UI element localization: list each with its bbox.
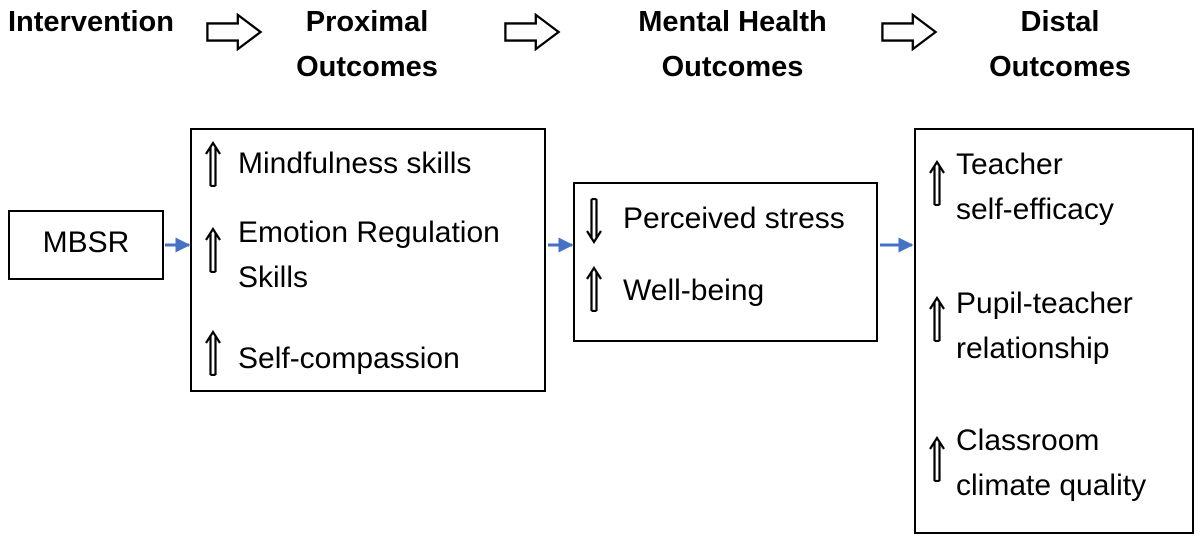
header-proximal-line2: Outcomes (296, 51, 438, 83)
header-flow-arrow-1-icon (206, 13, 262, 51)
proximal-item-emotion-regulation: Emotion Regulation Skills (238, 210, 500, 300)
distal-outcomes-box (914, 128, 1194, 534)
proximal-item-mindfulness: Mindfulness skills (238, 141, 471, 186)
intervention-box (8, 210, 164, 280)
intervention-label: MBSR (42, 226, 130, 259)
header-flow-arrow-2-icon (504, 13, 560, 51)
distal-item-label: Pupil-teacher (956, 287, 1133, 320)
header-flow-arrow-3-icon (881, 13, 937, 51)
distal-item-label: Teacher (956, 148, 1063, 181)
mental-item-label: Well-being (623, 274, 765, 307)
proximal-outcomes-box (190, 128, 546, 392)
distal-item-pupil-teacher-relationship: Pupil-teacher relationship (956, 281, 1133, 371)
proximal-item-label: Mindfulness skills (238, 147, 472, 180)
header-distal-line1: Distal (1020, 6, 1100, 38)
proximal-item-label: Emotion Regulation (238, 216, 500, 249)
header-intervention: Intervention (8, 0, 174, 45)
mental-item-label: Perceived stress (623, 202, 845, 235)
distal-item-label: Classroom (956, 424, 1100, 457)
proximal-item-label-line2: Skills (238, 261, 309, 294)
header-mental-line2: Outcomes (661, 51, 804, 83)
header-proximal-line1: Proximal (305, 6, 429, 38)
header-mental-line1: Mental Health (638, 6, 827, 38)
header-intervention-label: Intervention (8, 6, 174, 38)
distal-item-classroom-climate-quality: Classroom climate quality (956, 418, 1146, 508)
header-proximal-outcomes: Proximal Outcomes (272, 0, 462, 90)
header-mental-health-outcomes: Mental Health Outcomes (615, 0, 850, 90)
proximal-item-label: Self-compassion (238, 342, 460, 375)
distal-item-label-line2: relationship (956, 332, 1110, 365)
distal-item-teacher-self-efficacy: Teacher self-efficacy (956, 142, 1114, 232)
header-distal-outcomes: Distal Outcomes (960, 0, 1160, 90)
mental-item-perceived-stress: Perceived stress (623, 196, 845, 241)
distal-item-label-line2: self-efficacy (956, 193, 1114, 226)
header-distal-line2: Outcomes (989, 51, 1131, 83)
mental-item-well-being: Well-being (623, 268, 764, 313)
distal-item-label-line2: climate quality (956, 469, 1147, 502)
mental-health-outcomes-box (573, 182, 878, 342)
proximal-item-self-compassion: Self-compassion (238, 336, 460, 381)
